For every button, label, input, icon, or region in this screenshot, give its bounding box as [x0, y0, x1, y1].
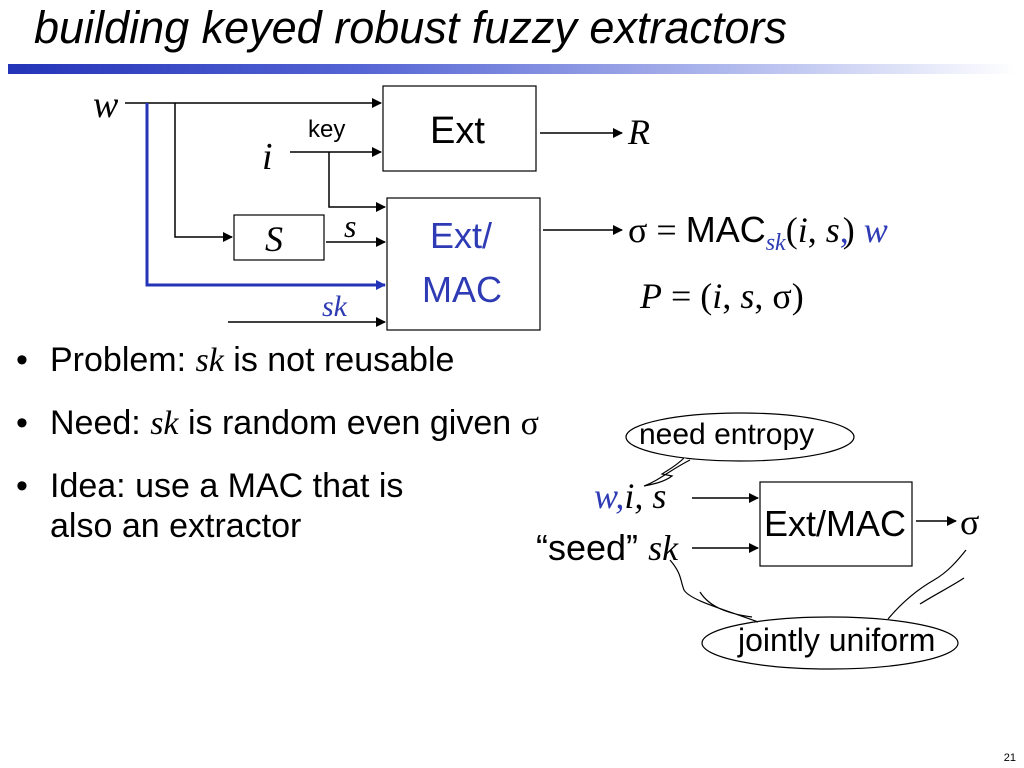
extmac-box — [386, 197, 541, 331]
sigma-symbol: σ — [628, 210, 648, 250]
s-box — [233, 214, 325, 261]
input-seed-label: “seed” sk — [536, 527, 679, 568]
extmac-line1: Ext/ — [430, 215, 493, 256]
arg-i: i — [797, 210, 808, 250]
p-sigma: σ — [772, 276, 792, 316]
s-box-label: S — [265, 219, 283, 259]
output-r-label: R — [628, 112, 650, 152]
arg-w: w — [854, 210, 888, 250]
p-i: i — [712, 276, 723, 316]
input-i-label: i — [262, 136, 273, 178]
need-entropy-tail — [643, 457, 691, 487]
extmac-box-2 — [759, 481, 913, 567]
jointly-uniform-bubble — [701, 616, 959, 670]
ext-box — [382, 85, 537, 172]
ext-box-label: Ext — [430, 110, 485, 152]
jointly-uniform-text: jointly uniform — [738, 622, 936, 658]
need-entropy-text: need entropy — [639, 418, 815, 451]
args-open: ( — [785, 210, 798, 250]
args-comma: , — [807, 210, 826, 250]
extmac-box-2-label: Ext/MAC — [764, 503, 907, 544]
key-label: key — [308, 116, 346, 143]
slide-title: building keyed robust fuzzy extractors — [34, 2, 787, 53]
need-entropy-bubble — [625, 412, 855, 462]
title-underline-bar — [8, 64, 1016, 74]
args-close: ) — [842, 210, 855, 250]
jointly-uniform-tail-right — [887, 549, 967, 620]
w-to-extmac-line — [145, 103, 386, 290]
p-s: s — [740, 276, 755, 316]
p-c2: , — [754, 276, 773, 316]
input-w-label: w — [93, 84, 119, 126]
p-equation: P = (i, s, σ) — [640, 278, 804, 314]
arg-s: s — [825, 210, 840, 250]
sigma-equation: σ = MACsk(i, s,) w — [628, 209, 888, 257]
p-close: ) — [791, 276, 804, 316]
sigma-equals: = — [647, 210, 686, 250]
p-var: P — [640, 276, 662, 316]
bullet-problem: •Problem: sk is not reusable — [16, 341, 455, 379]
w-to-s-line — [174, 103, 233, 242]
page-number: 21 — [1003, 752, 1016, 764]
p-eq: = ( — [662, 276, 713, 316]
s-label: s — [344, 208, 357, 244]
input-wis-label: w,i, s — [594, 476, 667, 516]
sk-label: sk — [322, 290, 347, 323]
bullet-list: •Problem: sk is not reusable •Need: sk i… — [14, 340, 539, 568]
mac-text: MAC — [685, 209, 766, 250]
mac-subscript: sk — [765, 230, 786, 257]
jointly-uniform-tail-left — [669, 559, 759, 623]
output-sigma-label: σ — [960, 502, 980, 542]
i-to-extmac-line — [328, 152, 386, 212]
extmac-line2: MAC — [422, 269, 502, 310]
p-c1: , — [722, 276, 741, 316]
bullet-need: •Need: sk is random even given σ — [16, 404, 539, 442]
args-comma-2: , — [839, 210, 849, 250]
